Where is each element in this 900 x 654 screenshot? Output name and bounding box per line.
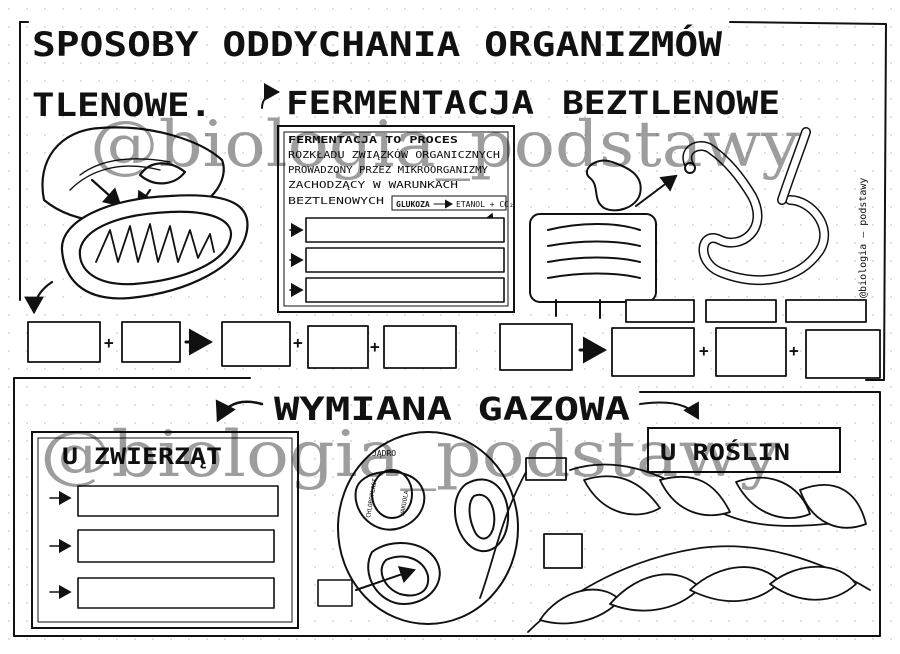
watermark-top: @biologia_podstawy	[90, 108, 800, 182]
fermentation-box: FERMENTACJA TO PROCES ROZKŁADU ZWIĄZKÓW …	[277, 125, 515, 313]
arrow-to-fermentacja-icon	[261, 83, 280, 109]
plus-signs: + + + + +	[104, 333, 799, 360]
section-title-gas-exchange: WYMIANA GAZOWA	[274, 390, 630, 428]
intestine-illustration	[529, 159, 678, 319]
svg-text:+: +	[699, 341, 709, 360]
animals-box: U ZWIERZĄT	[31, 431, 299, 629]
heading-beztlenowe: BEZTLENOWE	[562, 84, 780, 122]
cell-illustration: JĄDRO CHLOROPLAST WAKUOLA	[317, 431, 519, 625]
page-frames	[13, 21, 887, 637]
summary-boxes	[27, 299, 881, 379]
mitochondrion-illustration	[24, 126, 249, 315]
title-block: SPOSOBY ODDYCHANIA ORGANIZMÓW TLENOWE. F…	[32, 24, 780, 124]
arrow-left-icon	[215, 399, 264, 423]
heading-tlenowe: TLENOWE.	[32, 86, 212, 124]
svg-text:+: +	[789, 341, 799, 360]
label-nucleus: JĄDRO	[372, 449, 396, 458]
plants-heading: U ROŚLIN	[660, 440, 790, 466]
definition-line-4: ZACHODZĄCY W WARUNKACH	[288, 180, 458, 191]
equation-glukoza: GLUKOZA	[396, 200, 430, 209]
side-credit: – @biologia – podstawy	[858, 178, 869, 310]
label-vacuole: WAKUOLA	[399, 490, 410, 516]
earthworm-illustration	[682, 127, 830, 286]
svg-text:+: +	[104, 333, 114, 352]
equation-product: ETANOL + CO₂	[456, 200, 514, 209]
svg-text:+: +	[370, 337, 380, 356]
definition-line-5: BEZTLENOWYCH	[288, 196, 384, 207]
title-main: SPOSOBY ODDYCHANIA ORGANIZMÓW	[32, 24, 723, 65]
plants-area: U ROŚLIN	[479, 427, 871, 633]
arrow-right-icon	[639, 401, 699, 420]
watermark-bottom: @biologia_podstawy	[40, 418, 780, 492]
definition-line-2: ROZKŁADU ZWIĄZKÓW ORGANICZNYCH	[288, 148, 500, 161]
definition-line-1: FERMENTACJA TO PROCES	[288, 135, 458, 146]
heading-fermentacja: FERMENTACJA	[286, 84, 534, 122]
definition-line-3: PROWADZONY PRZEZ MIKROORGANIZMY	[288, 165, 488, 176]
animals-heading: U ZWIERZĄT	[62, 445, 222, 470]
svg-text:+: +	[293, 333, 303, 352]
